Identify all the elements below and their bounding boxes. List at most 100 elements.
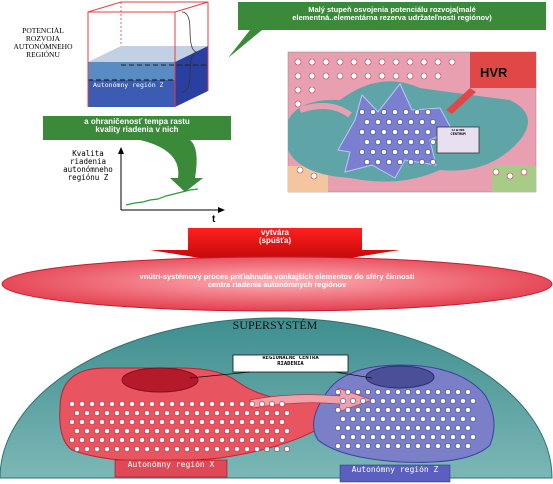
element-dot: [164, 410, 170, 416]
element-dot: [403, 129, 409, 135]
element-dot: [284, 446, 290, 452]
element-dot: [189, 437, 195, 443]
element-dot: [364, 119, 370, 125]
element-dot: [84, 446, 90, 452]
element-dot: [400, 398, 406, 404]
element-dot: [370, 398, 376, 404]
element-dot: [249, 437, 255, 443]
element-dot: [365, 443, 371, 449]
element-dot: [340, 416, 346, 422]
element-dot: [269, 419, 275, 425]
region-z-label-box: [339, 464, 451, 483]
element-dot: [234, 410, 240, 416]
element-dot: [434, 58, 442, 66]
element-dot: [219, 419, 225, 425]
element-dot: [74, 446, 80, 452]
green-callout-left-label: a ohraničenosť tempa rastu kvality riade…: [84, 117, 190, 135]
element-dot: [154, 410, 160, 416]
element-dot: [395, 407, 401, 413]
element-dot: [284, 428, 290, 434]
element-dot: [259, 437, 265, 443]
element-dot: [405, 389, 411, 395]
element-dot: [365, 425, 371, 431]
element-dot: [345, 443, 351, 449]
element-dot: [430, 139, 436, 145]
element-dot: [470, 416, 476, 422]
process-ellipse-label: vnútri-systémový proces priťiahnutia von…: [139, 273, 415, 289]
element-dot: [378, 72, 386, 80]
element-dot: [350, 398, 356, 404]
element-dot: [419, 159, 425, 165]
element-dot: [94, 410, 100, 416]
element-dot: [455, 425, 461, 431]
element-dot: [465, 443, 471, 449]
element-dot: [434, 72, 442, 80]
element-dot: [308, 58, 316, 66]
element-dot: [425, 109, 431, 115]
element-dot: [359, 109, 365, 115]
element-dot: [214, 428, 220, 434]
element-dot: [355, 425, 361, 431]
element-dot: [274, 446, 280, 452]
element-dot: [345, 407, 351, 413]
element-dot: [455, 443, 461, 449]
element-dot: [89, 419, 95, 425]
element-dot: [470, 398, 476, 404]
element-dot: [364, 159, 370, 165]
region-z-label: Autonómny región Z: [351, 466, 439, 474]
element-dot: [139, 419, 145, 425]
element-dot: [425, 407, 431, 413]
element-dot: [450, 416, 456, 422]
element-dot: [294, 86, 302, 94]
element-dot: [440, 416, 446, 422]
element-dot: [144, 446, 150, 452]
element-dot: [164, 428, 170, 434]
element-dot: [264, 446, 270, 452]
element-dot: [370, 434, 376, 440]
element-dot: [345, 425, 351, 431]
element-dot: [139, 401, 145, 407]
element-dot: [355, 443, 361, 449]
element-dot: [279, 401, 285, 407]
element-dot: [435, 425, 441, 431]
element-dots: [69, 58, 528, 452]
element-dot: [139, 437, 145, 443]
element-dot: [405, 443, 411, 449]
element-dot: [229, 419, 235, 425]
element-dot: [204, 446, 210, 452]
element-dot: [229, 437, 235, 443]
element-dot: [134, 428, 140, 434]
element-dot: [189, 419, 195, 425]
element-dot: [89, 401, 95, 407]
element-dot: [244, 410, 250, 416]
element-dot: [405, 425, 411, 431]
box-region-label: Autonómny región Z: [93, 82, 164, 89]
element-dot: [360, 398, 366, 404]
element-dot: [390, 398, 396, 404]
element-dot: [294, 100, 302, 108]
element-dot: [465, 389, 471, 395]
chart-xlabel: t: [212, 214, 216, 225]
element-dot: [119, 401, 125, 407]
element-dot: [392, 109, 398, 115]
element-dot: [259, 419, 265, 425]
element-dot: [375, 139, 381, 145]
element-dot: [279, 437, 285, 443]
element-dot: [385, 389, 391, 395]
element-dot: [375, 159, 381, 165]
element-dot: [308, 72, 316, 80]
quality-curve: [125, 188, 199, 206]
element-dot: [114, 446, 120, 452]
element-dot: [214, 410, 220, 416]
element-dot: [450, 434, 456, 440]
green-callout-right: [228, 2, 546, 58]
element-dot: [69, 419, 75, 425]
element-dot: [84, 428, 90, 434]
element-dot: [381, 149, 387, 155]
element-dot: [370, 149, 376, 155]
element-dot: [209, 419, 215, 425]
element-dot: [400, 416, 406, 422]
element-dot: [174, 428, 180, 434]
element-dot: [375, 119, 381, 125]
